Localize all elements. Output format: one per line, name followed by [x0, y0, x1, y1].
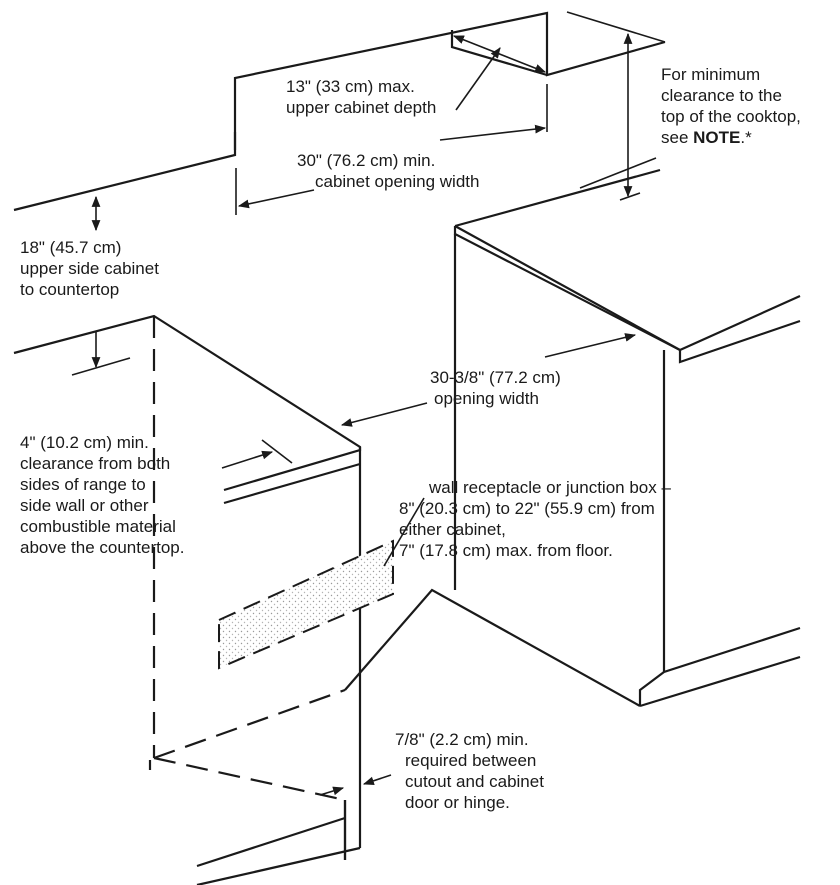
dimension-lines [71, 32, 657, 796]
label-min-clearance: For minimum clearance to the top of the … [661, 65, 806, 147]
label-side-clearance: 4" (10.2 cm) min. clearance from both si… [20, 433, 184, 557]
label-cutout-width: 30-3/8" (77.2 cm) opening width [430, 368, 566, 408]
label-upper-depth: 13" (33 cm) max. upper cabinet depth [286, 77, 436, 117]
floor-line [344, 588, 641, 707]
label-door-clearance: 7/8" (2.2 cm) min. required between cuto… [395, 730, 549, 812]
label-opening-width: 30" (76.2 cm) min. cabinet opening width [297, 151, 479, 191]
right-base-cabinet [453, 168, 801, 708]
left-base-cabinet [13, 314, 362, 885]
label-upper-side: 18" (45.7 cm) upper side cabinet to coun… [20, 238, 164, 299]
label-receptacle: wall receptacle or junction box – 8" (20… [399, 478, 676, 560]
receptacle-zone [218, 539, 394, 670]
note-reference: NOTE [693, 128, 740, 147]
upper-cabinet-outline [13, 11, 666, 212]
